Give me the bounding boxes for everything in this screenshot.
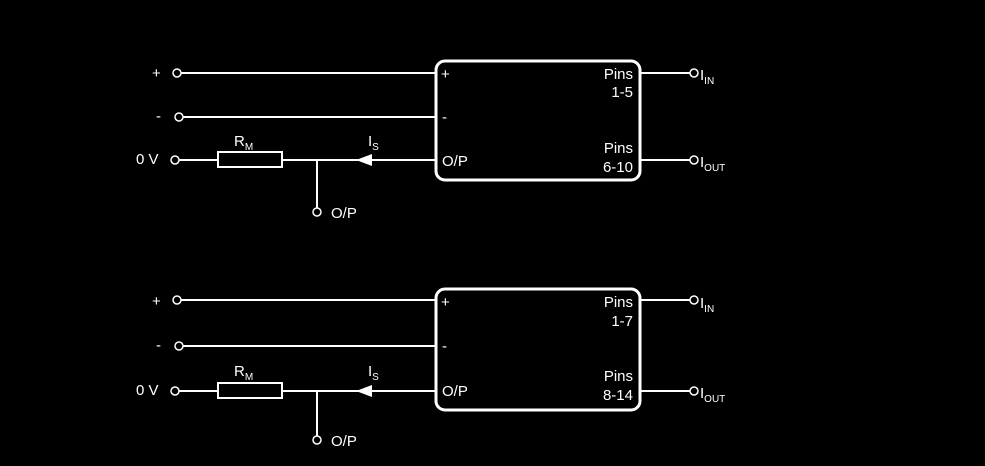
current-label: IS xyxy=(368,363,379,383)
pins-bottom-range: 8-14 xyxy=(603,387,633,404)
pins-bottom-range: 6-10 xyxy=(603,159,633,176)
box-in-plus: + xyxy=(441,66,450,83)
current-label: IS xyxy=(368,133,379,153)
terminal-plus-label: + xyxy=(152,65,161,82)
pins-top-range: 1-7 xyxy=(611,313,633,330)
terminal-zero xyxy=(170,386,180,396)
terminal-plus-label: + xyxy=(152,293,161,310)
box-in-op: O/P xyxy=(442,383,468,400)
terminal-zero-label: 0 V xyxy=(136,382,159,399)
terminal-zero-label: 0 V xyxy=(136,151,159,168)
out-bottom-label: IOUT xyxy=(700,385,725,405)
terminal-minus-label: - xyxy=(156,108,161,125)
terminal-tap xyxy=(312,207,322,217)
terminal-minus xyxy=(174,341,184,351)
resistor-label: RM xyxy=(234,133,253,153)
resistor-rm xyxy=(217,382,283,399)
tap-label: O/P xyxy=(331,433,357,450)
terminal-out-bottom xyxy=(689,155,699,165)
box-in-op: O/P xyxy=(442,153,468,170)
pins-bottom-label: Pins xyxy=(604,140,633,157)
terminal-minus xyxy=(174,112,184,122)
circuit-2: + - 0 V RM IS O/P + - O/P Pins 1-7 Pins … xyxy=(136,287,725,450)
terminal-minus-label: - xyxy=(156,337,161,354)
box-in-minus: - xyxy=(442,109,447,126)
terminal-out-top xyxy=(689,68,699,78)
terminal-plus xyxy=(172,295,182,305)
terminal-tap xyxy=(312,435,322,445)
out-bottom-label: IOUT xyxy=(700,154,725,174)
box-in-minus: - xyxy=(442,338,447,355)
pins-top-label: Pins xyxy=(604,66,633,83)
out-top-label: IIN xyxy=(700,295,714,315)
current-arrow-icon xyxy=(356,154,372,166)
resistor-label: RM xyxy=(234,363,253,383)
pins-top-label: Pins xyxy=(604,294,633,311)
circuit-1: + - 0 V RM IS O/P + - O/P Pins 1-5 Pins xyxy=(136,59,725,222)
module-box xyxy=(434,287,642,412)
pins-bottom-label: Pins xyxy=(604,368,633,385)
terminal-zero xyxy=(170,155,180,165)
terminal-out-bottom xyxy=(689,386,699,396)
terminal-out-top xyxy=(689,295,699,305)
current-arrow-icon xyxy=(356,385,372,397)
resistor-rm xyxy=(217,151,283,168)
terminal-plus xyxy=(172,68,182,78)
tap-label: O/P xyxy=(331,205,357,222)
module-box xyxy=(434,59,642,182)
box-in-plus: + xyxy=(441,294,450,311)
out-top-label: IIN xyxy=(700,67,714,87)
pins-top-range: 1-5 xyxy=(611,84,633,101)
